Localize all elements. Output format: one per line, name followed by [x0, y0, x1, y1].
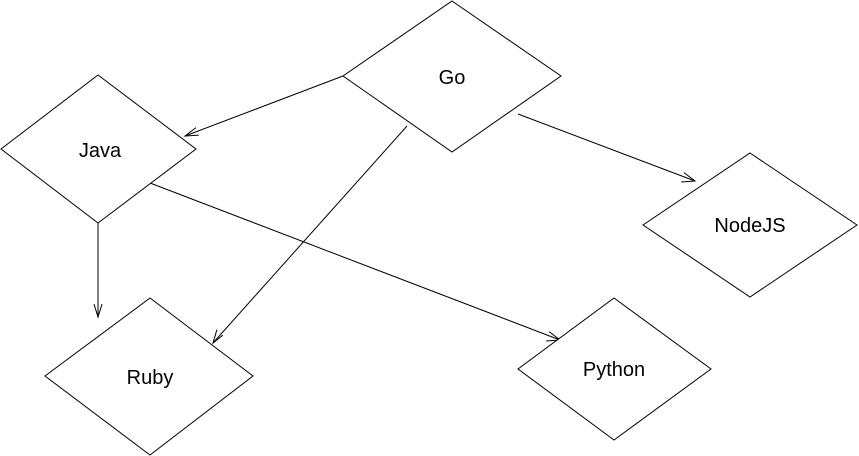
node-java[interactable]: Java — [0, 74, 197, 224]
edge-java-to-python — [149, 182, 562, 342]
node-go-shape — [342, 0, 562, 153]
node-python-shape — [517, 297, 712, 441]
node-nodejs-shape — [642, 152, 858, 298]
node-go-label: Go — [439, 67, 466, 89]
node-nodejs-label: NodeJS — [714, 215, 785, 237]
edge-java-to-ruby — [93, 223, 103, 319]
node-ruby-label: Ruby — [127, 367, 174, 389]
node-java-label: Java — [79, 140, 122, 162]
node-python[interactable]: Python — [517, 297, 712, 441]
node-python-label: Python — [583, 359, 645, 381]
node-ruby[interactable]: Ruby — [44, 297, 254, 456]
node-java-shape — [0, 74, 197, 224]
node-ruby-shape — [44, 297, 254, 456]
edge-go-to-ruby — [212, 125, 408, 345]
node-nodejs[interactable]: NodeJS — [642, 152, 858, 298]
edge-go-to-nodejs — [517, 113, 697, 183]
edge-go-to-java — [183, 75, 344, 137]
node-go[interactable]: Go — [342, 0, 562, 153]
edges — [93, 75, 697, 345]
